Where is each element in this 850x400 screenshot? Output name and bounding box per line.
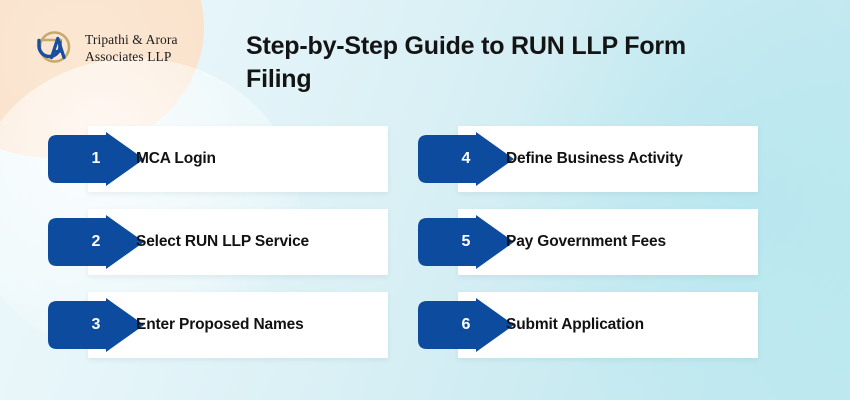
- step-item-2: 2 Select RUN LLP Service: [48, 209, 388, 275]
- page-title: Step-by-Step Guide to RUN LLP Form Filin…: [246, 32, 686, 93]
- header: Tripathi & Arora Associates LLP Step-by-…: [0, 0, 850, 118]
- brand-name: Tripathi & Arora Associates LLP: [85, 32, 178, 65]
- step-item-4: 4 Define Business Activity: [418, 126, 758, 192]
- step-item-6: 6 Submit Application: [418, 292, 758, 358]
- arrow-right-icon: [418, 215, 514, 269]
- step-item-1: 1 MCA Login: [48, 126, 388, 192]
- step-label: Select RUN LLP Service: [136, 233, 310, 250]
- step-label: Enter Proposed Names: [136, 316, 304, 333]
- arrow-right-icon: [48, 298, 144, 352]
- step-item-3: 3 Enter Proposed Names: [48, 292, 388, 358]
- steps-column-left: 1 MCA Login 2 Select RUN LLP Service 3 E…: [48, 126, 388, 358]
- brand-name-line1: Tripathi & Arora: [85, 32, 178, 48]
- step-label: MCA Login: [136, 150, 216, 167]
- step-item-5: 5 Pay Government Fees: [418, 209, 758, 275]
- arrow-right-icon: [48, 215, 144, 269]
- arrow-right-icon: [48, 132, 144, 186]
- brand-logo: Tripathi & Arora Associates LLP: [30, 26, 178, 72]
- step-label: Submit Application: [506, 316, 644, 333]
- brand-name-line2: Associates LLP: [85, 49, 172, 64]
- steps-container: 1 MCA Login 2 Select RUN LLP Service 3 E…: [0, 126, 850, 376]
- arrow-right-icon: [418, 298, 514, 352]
- arrow-right-icon: [418, 132, 514, 186]
- step-label: Define Business Activity: [506, 150, 683, 167]
- step-label: Pay Government Fees: [506, 233, 666, 250]
- steps-column-right: 4 Define Business Activity 5 Pay Governm…: [418, 126, 758, 358]
- ta-monogram-circle-logo-icon: [30, 26, 76, 72]
